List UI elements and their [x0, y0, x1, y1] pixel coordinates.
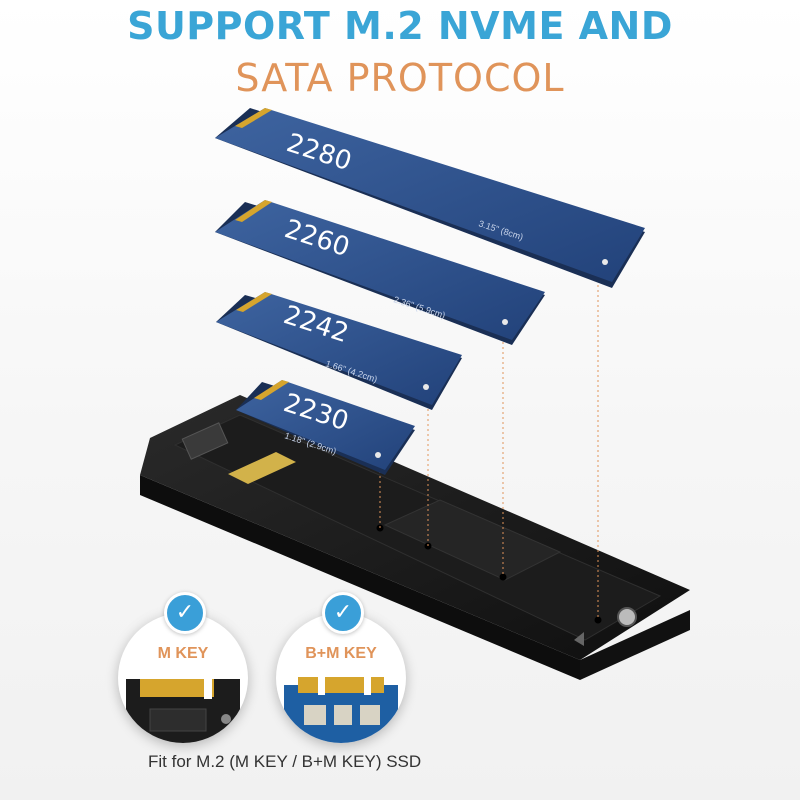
mounting-point	[221, 714, 231, 724]
m2-connector	[228, 452, 296, 484]
thumb-screw	[617, 607, 637, 627]
ssd-card-2260: 2260 2.36" (5.9cm)	[215, 200, 545, 345]
ssd-card-2280: 2280 3.15" (8cm)	[215, 108, 645, 288]
card-face	[236, 380, 415, 470]
usb-port	[181, 422, 229, 460]
gold-fingers	[236, 292, 272, 312]
m-key-notch	[364, 673, 371, 695]
m-key-badge: M KEY	[118, 613, 248, 743]
m-key-connector-illustration	[126, 675, 240, 743]
card-face	[215, 200, 545, 340]
card-face	[215, 108, 645, 282]
gold-fingers	[235, 200, 272, 222]
mounting-hole	[594, 616, 602, 624]
gold-contacts	[298, 677, 384, 693]
enclosure-side	[140, 475, 580, 680]
chip	[304, 705, 326, 725]
b-m-key-connector-illustration	[284, 673, 398, 743]
arrow-mark	[574, 632, 584, 646]
m-key-label: M KEY	[157, 645, 209, 662]
m-key-check-icon: ✓	[164, 592, 206, 634]
gold-fingers	[254, 380, 289, 400]
key-notch	[204, 675, 212, 699]
chip	[334, 705, 352, 725]
b-m-key-badge: B+M KEY	[276, 613, 406, 743]
card-face	[216, 292, 462, 405]
mounting-hole	[499, 573, 507, 581]
card-notch	[423, 384, 429, 390]
card-notch	[502, 319, 508, 325]
headline-line-2: SATA PROTOCOL	[235, 56, 565, 100]
chip	[149, 708, 207, 732]
chip	[360, 705, 380, 725]
b-key-notch	[318, 673, 325, 695]
card-notch	[375, 452, 381, 458]
gold-fingers	[235, 108, 272, 128]
b-m-key-check-icon: ✓	[322, 592, 364, 634]
b-m-key-label: B+M KEY	[305, 645, 377, 662]
headline-line-1: SUPPORT M.2 NVME AND	[127, 4, 673, 48]
ssd-card-2242: 2242 1.66" (4.2cm)	[216, 292, 462, 410]
compatibility-note: Fit for M.2 (M KEY / B+M KEY) SSD	[148, 752, 422, 771]
enclosure	[140, 395, 690, 680]
enclosure-tray-plate	[383, 499, 562, 581]
enclosure-end	[580, 610, 690, 680]
card-notch	[602, 259, 608, 265]
gold-contacts	[140, 679, 214, 697]
